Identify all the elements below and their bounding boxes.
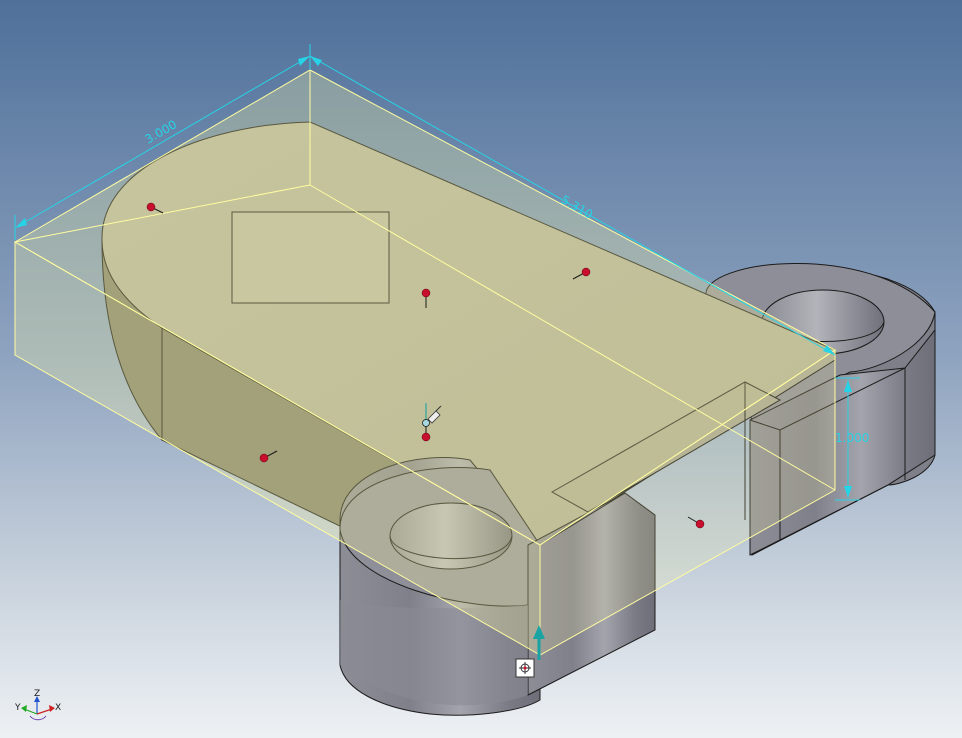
axis-triad-icon: Z Y X bbox=[14, 689, 61, 721]
top-pocket-rect[interactable] bbox=[231, 211, 390, 304]
face-handle[interactable] bbox=[421, 425, 431, 442]
top-slot[interactable] bbox=[550, 381, 782, 513]
face-handle[interactable] bbox=[146, 202, 164, 214]
anchor-icon[interactable] bbox=[515, 658, 535, 678]
right-boss-block[interactable] bbox=[749, 328, 936, 556]
front-boss[interactable] bbox=[339, 457, 656, 716]
dimension-width-label[interactable]: 3.000 bbox=[143, 117, 180, 146]
face-handle[interactable] bbox=[572, 267, 591, 280]
face-handle[interactable] bbox=[421, 288, 431, 308]
main-body[interactable] bbox=[101, 121, 836, 610]
face-handle[interactable] bbox=[259, 450, 278, 463]
face-handle[interactable] bbox=[687, 516, 705, 529]
bounding-box[interactable] bbox=[14, 69, 836, 656]
pushpin-icon[interactable] bbox=[422, 403, 442, 427]
axis-y-label: Y bbox=[14, 703, 21, 713]
anchor-arrow[interactable] bbox=[533, 625, 545, 660]
axis-x-label: X bbox=[55, 703, 61, 713]
dimension-height[interactable]: 1.000 bbox=[835, 377, 869, 501]
front-boss-face[interactable] bbox=[340, 600, 528, 706]
axis-z-label: Z bbox=[34, 689, 40, 699]
dimension-height-label[interactable]: 1.000 bbox=[835, 431, 869, 445]
main-body-left-wall[interactable] bbox=[102, 240, 410, 560]
face-handles[interactable] bbox=[146, 202, 705, 529]
